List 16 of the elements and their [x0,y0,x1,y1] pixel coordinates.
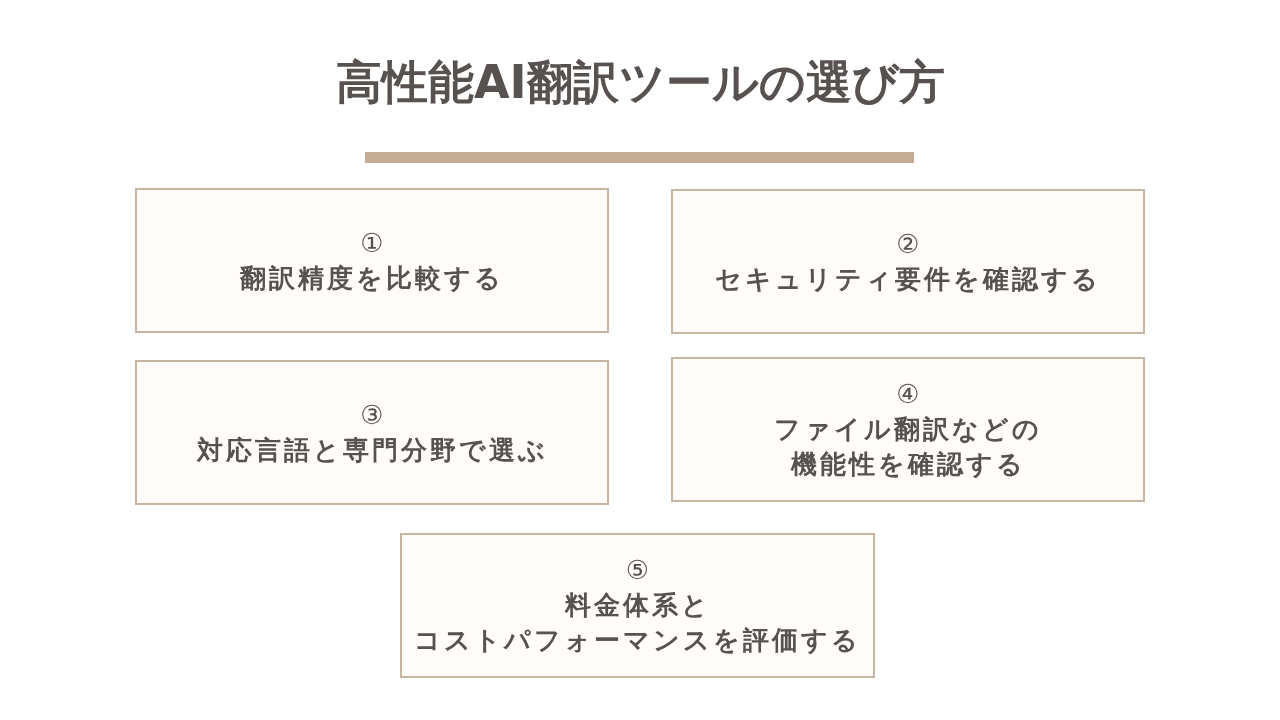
step-text: ファイル翻訳などの機能性を確認する [774,413,1042,481]
step-number: ① [360,226,384,260]
step-number: ② [896,227,920,261]
title: 高性能AI翻訳ツールの選び方 [336,54,945,110]
step-text: セキュリティ要件を確認する [715,262,1101,296]
step-box [135,360,609,505]
step-number: ⑤ [625,554,650,587]
step-number: ④ [896,378,920,411]
step-text: 対応言語と専門分野で選ぶ [196,433,548,467]
step-box [400,533,875,678]
step-text: 翻訳精度を比較する [240,261,504,295]
step-box [671,357,1145,502]
step-box [135,188,609,333]
step-number: ③ [360,398,384,432]
step-box [671,189,1145,334]
step-text: 料金体系とコストパフォーマンスを評価する [414,589,861,657]
